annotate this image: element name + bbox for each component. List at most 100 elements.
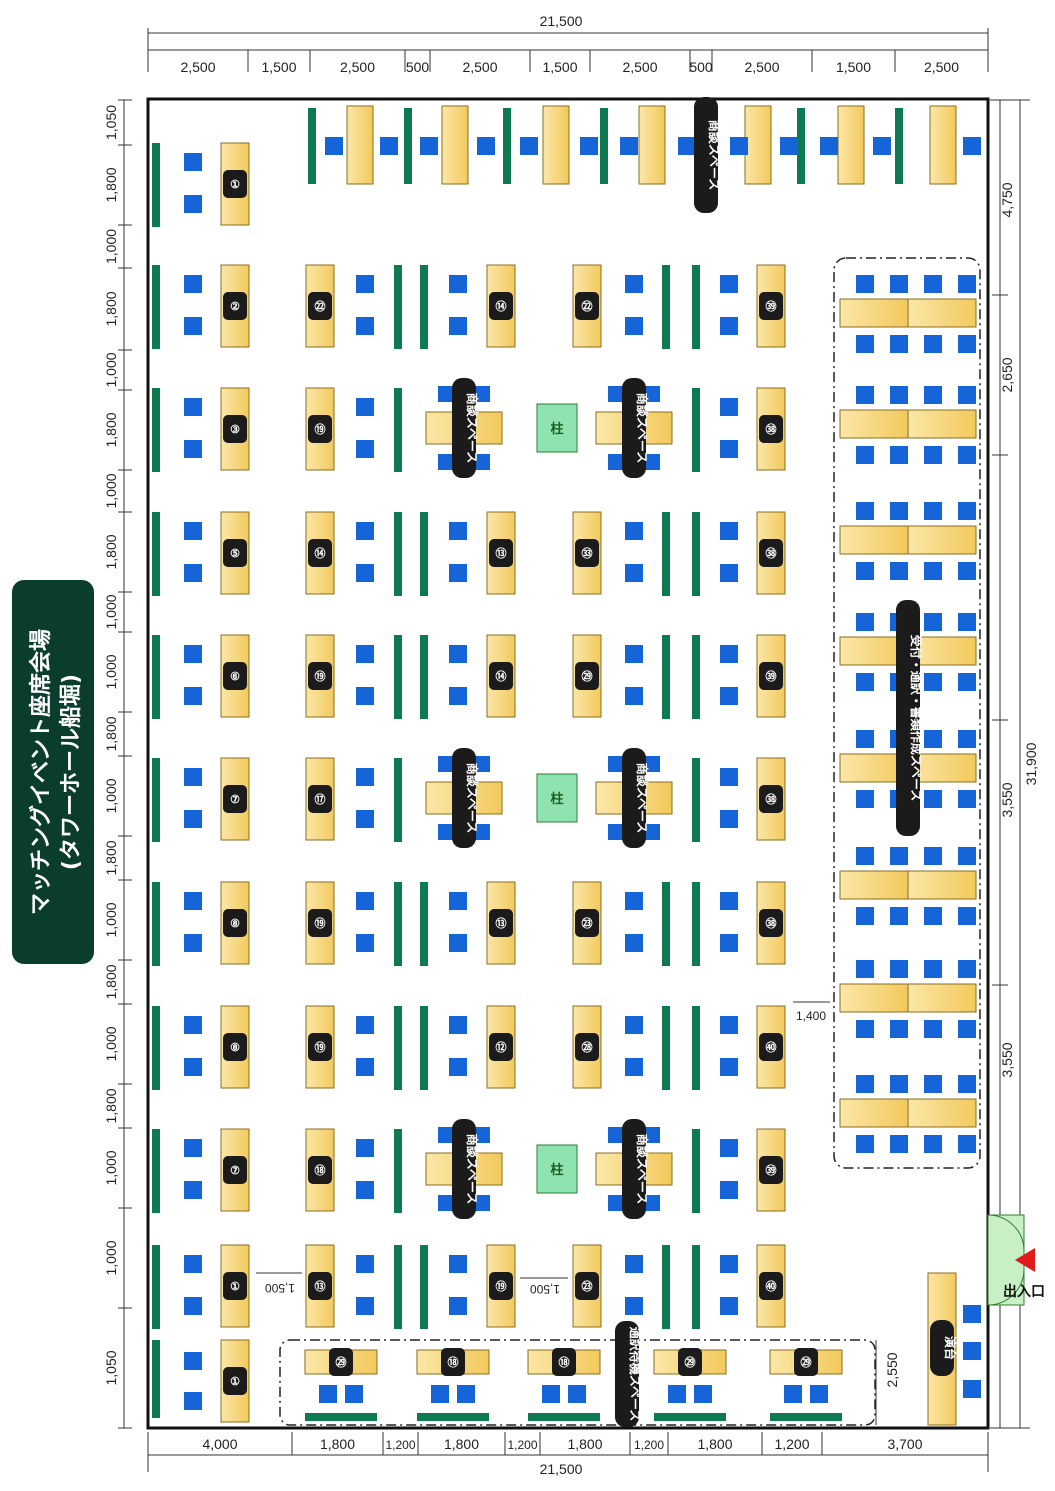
chair [356, 1016, 374, 1034]
booth-table[interactable] [346, 105, 374, 185]
booth-table[interactable]: ⑬ [486, 511, 516, 595]
booth-table[interactable]: ⑲ [305, 1005, 335, 1089]
booth-table[interactable]: ㉝ [572, 511, 602, 595]
chair [720, 522, 738, 540]
booth-table[interactable]: ⑭ [486, 264, 516, 348]
chair [820, 137, 838, 155]
booth-table[interactable]: ㉙ [572, 634, 602, 718]
booth-number: ㊳ [766, 792, 777, 806]
booth-table[interactable] [907, 525, 977, 555]
booth-table[interactable] [744, 105, 772, 185]
booth-table[interactable]: ⑱ [527, 1348, 601, 1376]
booth-number: ⑭ [315, 546, 326, 560]
exit-door[interactable]: 出入口 [987, 1214, 1045, 1306]
booth-number: ⑦ [230, 794, 240, 806]
booth-table[interactable]: ⑬ [305, 1244, 335, 1328]
booth-table[interactable]: ⑧ [220, 1005, 250, 1089]
chair [856, 960, 874, 978]
booth-table[interactable]: ⑥ [220, 634, 250, 718]
booth-number-badge [759, 662, 783, 690]
booth-table[interactable]: ㊴ [756, 634, 786, 718]
booth-table[interactable]: ㉙ [304, 1348, 378, 1376]
booth-table[interactable]: ⑦ [220, 757, 250, 841]
booth-table[interactable]: ㊴ [756, 264, 786, 348]
booth-table[interactable] [907, 409, 977, 439]
reception-label: 受付・通訳・書類作成スペース [896, 600, 924, 836]
partition [420, 265, 428, 349]
booth-table[interactable]: ㊵ [756, 1244, 786, 1328]
booth-table[interactable]: ㊳ [756, 387, 786, 471]
booth-table[interactable]: ① [220, 1339, 250, 1423]
booth-table[interactable]: ⑧ [220, 881, 250, 965]
booth-table[interactable]: ㉒ [305, 264, 335, 348]
booth-table[interactable]: ⑱ [416, 1348, 490, 1376]
booth-table[interactable]: ⑰ [305, 757, 335, 841]
booth-table[interactable]: ⑬ [486, 881, 516, 965]
booth-table[interactable]: ⑤ [220, 511, 250, 595]
booth-table[interactable]: ⑲ [486, 1244, 516, 1328]
booth-number-badge [308, 539, 332, 567]
left-segment-dim: 1,000 [103, 654, 119, 689]
booth-number-badge [489, 662, 513, 690]
booth-table[interactable]: ㊵ [756, 1005, 786, 1089]
booth-table[interactable]: ① [220, 1244, 250, 1328]
booth-table[interactable] [839, 1098, 909, 1128]
booth-number-badge [575, 662, 599, 690]
booth-table[interactable]: ⑱ [305, 1128, 335, 1212]
booth-table[interactable]: ⑭ [305, 511, 335, 595]
booth-table[interactable]: ㉓ [572, 1244, 602, 1328]
booth-table[interactable]: ㉒ [572, 264, 602, 348]
booth-table[interactable] [839, 983, 909, 1013]
bottom-segment-dim: 3,700 [887, 1436, 922, 1452]
booth-table[interactable] [837, 105, 865, 185]
top-segment-dim: 500 [689, 59, 713, 75]
booth-table[interactable] [907, 983, 977, 1013]
booth-table[interactable] [839, 525, 909, 555]
partition [420, 512, 428, 596]
booth-table[interactable]: ③ [220, 387, 250, 471]
booth-table[interactable]: ⑲ [305, 387, 335, 471]
chair [856, 613, 874, 631]
booth-table[interactable] [839, 298, 909, 328]
partition [394, 1129, 402, 1213]
booth-table[interactable] [929, 105, 957, 185]
interpreter-zone [279, 1339, 876, 1426]
chair [625, 317, 643, 335]
chair [958, 730, 976, 748]
partition [394, 1245, 402, 1329]
left-segment-dim: 1,800 [103, 716, 119, 751]
booth-table[interactable] [638, 105, 666, 185]
booth-table[interactable]: ⑫ [486, 1005, 516, 1089]
booth-table[interactable] [907, 298, 977, 328]
chair [810, 1385, 828, 1403]
booth-table[interactable]: ⑦ [220, 1128, 250, 1212]
booth-table[interactable] [839, 870, 909, 900]
chair [356, 564, 374, 582]
bottom-segment-dim: 1,800 [444, 1436, 479, 1452]
booth-table[interactable]: ⑭ [486, 634, 516, 718]
booth-table[interactable]: ㉙ [653, 1348, 727, 1376]
booth-table[interactable] [542, 105, 570, 185]
booth-table[interactable]: ㉘ [572, 1005, 602, 1089]
booth-table[interactable] [907, 1098, 977, 1128]
chair [620, 137, 638, 155]
booth-table[interactable]: ⑲ [305, 881, 335, 965]
booth-table[interactable]: ㉙ [769, 1348, 843, 1376]
booth-table[interactable]: ㊳ [756, 511, 786, 595]
booth-table[interactable]: ㊳ [756, 757, 786, 841]
booth-table[interactable] [907, 870, 977, 900]
chair [890, 335, 908, 353]
shodan-space-right-text: 商談スペース [635, 1134, 650, 1205]
pillar: 柱 [536, 1144, 578, 1194]
booth-table[interactable]: ㊳ [756, 881, 786, 965]
booth-table[interactable]: ㊴ [756, 1128, 786, 1212]
booth-table[interactable] [441, 105, 469, 185]
booth-table[interactable]: ② [220, 264, 250, 348]
chair [356, 1181, 374, 1199]
left-segment-dim: 1,800 [103, 1088, 119, 1123]
booth-table[interactable] [839, 409, 909, 439]
booth-table[interactable]: ㉓ [572, 881, 602, 965]
booth-table[interactable]: ⑲ [305, 634, 335, 718]
booth-number-badge [223, 292, 247, 320]
booth-table[interactable]: ① [220, 142, 250, 226]
